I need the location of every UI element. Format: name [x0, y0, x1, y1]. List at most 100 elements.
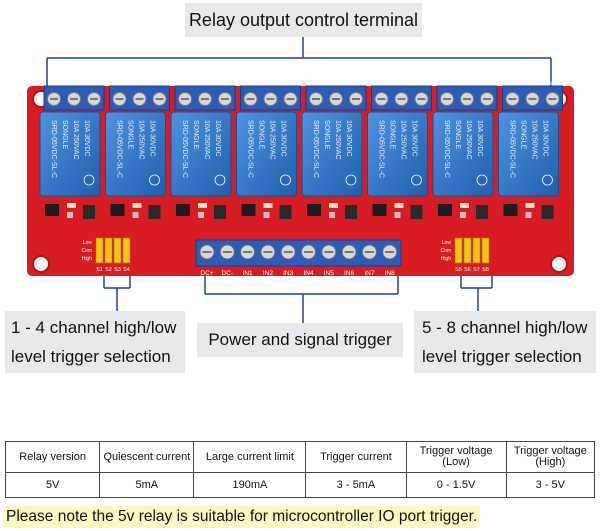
- resistor: [132, 203, 142, 208]
- terminal-label: NC: [378, 81, 386, 87]
- relay-print: 10A 250VAC: [269, 120, 276, 160]
- channel-5-8-trigger-callout: 5 - 8 channel high/low level trigger sel…: [414, 311, 596, 373]
- jumper-cap: [481, 237, 490, 264]
- resistor: [329, 203, 338, 208]
- jumper-cap: [463, 237, 472, 264]
- relay-print: 10A 30VDC: [83, 120, 90, 157]
- relay-body: [105, 111, 166, 197]
- transistor: [438, 204, 452, 216]
- relay-body: [498, 111, 559, 197]
- terminal-label: NC: [247, 81, 255, 87]
- relay-print: 10A 30VDC: [280, 120, 287, 157]
- jumper-cap: [122, 237, 131, 264]
- terminal-label: NC: [50, 81, 58, 87]
- jumper-cap: [113, 237, 122, 264]
- jumper-level-label: Low: [442, 240, 452, 246]
- relay-print: SRD-05VDC-SL-C: [312, 120, 319, 178]
- relay-body: [39, 111, 101, 197]
- input-pin-label: IN8: [385, 270, 396, 277]
- power-signal-callout: Power and signal trigger: [197, 323, 403, 357]
- relay-logo-mark: [280, 174, 291, 186]
- input-pin-label: IN3: [283, 270, 294, 277]
- relay-print: SONGLE: [127, 120, 134, 150]
- transistor: [45, 204, 59, 216]
- input-pin-label: IN5: [324, 270, 335, 277]
- led: [198, 212, 204, 218]
- input-pin-label: IN1: [243, 270, 254, 277]
- jumper-cap: [472, 237, 481, 264]
- relay-print: 10A 250VAC: [138, 120, 145, 160]
- relay-output-callout: Relay output control terminal: [185, 3, 422, 37]
- led: [394, 212, 401, 218]
- mounting-hole-center: [37, 95, 45, 103]
- relay-print: 10A 30VDC: [149, 120, 156, 157]
- relay-print: 10A 30VDC: [214, 120, 221, 157]
- terminal-label: NC: [181, 81, 189, 87]
- relay-print: SRD-05VDC-SL-C: [50, 120, 57, 178]
- relay-print: SRD-05VDC-SL-C: [509, 120, 516, 178]
- jumper-label: S2: [105, 267, 112, 273]
- jumper-level-label: High: [82, 256, 93, 262]
- table-row: 5V 5mA 190mA 3 - 5mA 0 - 1.5V 3 - 5V: [4, 472, 596, 498]
- relay-modules: SRD-05VDC-SL-C SONGLE 10A 250VAC 10A 30VDC S…: [39, 111, 559, 197]
- table-cell: 5mA: [99, 472, 195, 498]
- transistor: [307, 204, 321, 216]
- jumper-cap: [95, 237, 104, 264]
- table-header: Trigger current: [305, 441, 407, 473]
- terminal-label: NO: [221, 81, 229, 87]
- transistor: [241, 204, 256, 216]
- relay-print: 10A 250VAC: [400, 120, 407, 160]
- table-header: Large current limit: [193, 441, 307, 473]
- resistor: [67, 203, 76, 208]
- transistor: [503, 204, 518, 216]
- callout-line: level trigger selection: [422, 347, 582, 366]
- led: [460, 212, 466, 218]
- relay-print: 10A 250VAC: [531, 120, 538, 160]
- relay-print: SRD-05VDC-SL-C: [247, 120, 254, 178]
- terminal-label: NO: [90, 81, 98, 87]
- relay-print: SONGLE: [61, 120, 68, 150]
- table-cell: 190mA: [193, 472, 307, 498]
- terminal-label: COM: [265, 81, 277, 87]
- terminal-label: COM: [199, 81, 211, 87]
- relay-logo-mark: [411, 174, 422, 186]
- resistor: [394, 203, 404, 208]
- table-cell: 3 - 5mA: [305, 472, 407, 498]
- relay-print: SONGLE: [389, 120, 396, 150]
- callout-line: level trigger selection: [11, 347, 171, 366]
- relay-print: SONGLE: [192, 120, 199, 150]
- terminal-label: COM: [134, 81, 146, 87]
- terminal-label: NC: [509, 81, 517, 87]
- jumper-cap: [104, 237, 113, 264]
- jumper-label: S1: [96, 267, 103, 273]
- optocoupler: [214, 205, 226, 219]
- table-header: Trigger voltage (Low): [405, 441, 507, 473]
- relay-print: 10A 30VDC: [542, 120, 549, 157]
- usage-note: Please note the 5v relay is suitable for…: [3, 506, 481, 528]
- relay-body: [170, 111, 232, 197]
- relay-logo-mark: [542, 174, 553, 186]
- table-cell: 0 - 1.5V: [405, 472, 507, 498]
- input-pin-label: DC-: [222, 270, 234, 277]
- terminal-label: NO: [156, 81, 164, 87]
- relay-body: [236, 111, 297, 197]
- relay-print: 10A 30VDC: [345, 120, 352, 157]
- resistor: [525, 203, 535, 208]
- transistor: [372, 204, 387, 216]
- relay-print: 10A 30VDC: [411, 120, 418, 157]
- table-header: Trigger voltage (High): [505, 441, 596, 473]
- terminal-label: COM: [461, 81, 473, 87]
- relay-print: 10A 30VDC: [476, 120, 483, 157]
- mounting-hole-center: [37, 260, 45, 268]
- resistor: [460, 203, 469, 208]
- terminal-label: NC: [443, 81, 451, 87]
- relay-logo-mark: [345, 174, 357, 186]
- relay-logo-mark: [83, 174, 95, 186]
- optocoupler: [476, 205, 488, 219]
- table-cell: 5V: [4, 472, 101, 498]
- jumper-cap: [454, 237, 463, 264]
- terminal-label: COM: [330, 81, 342, 87]
- led: [67, 212, 73, 218]
- callout-line: 5 - 8 channel high/low: [422, 318, 588, 337]
